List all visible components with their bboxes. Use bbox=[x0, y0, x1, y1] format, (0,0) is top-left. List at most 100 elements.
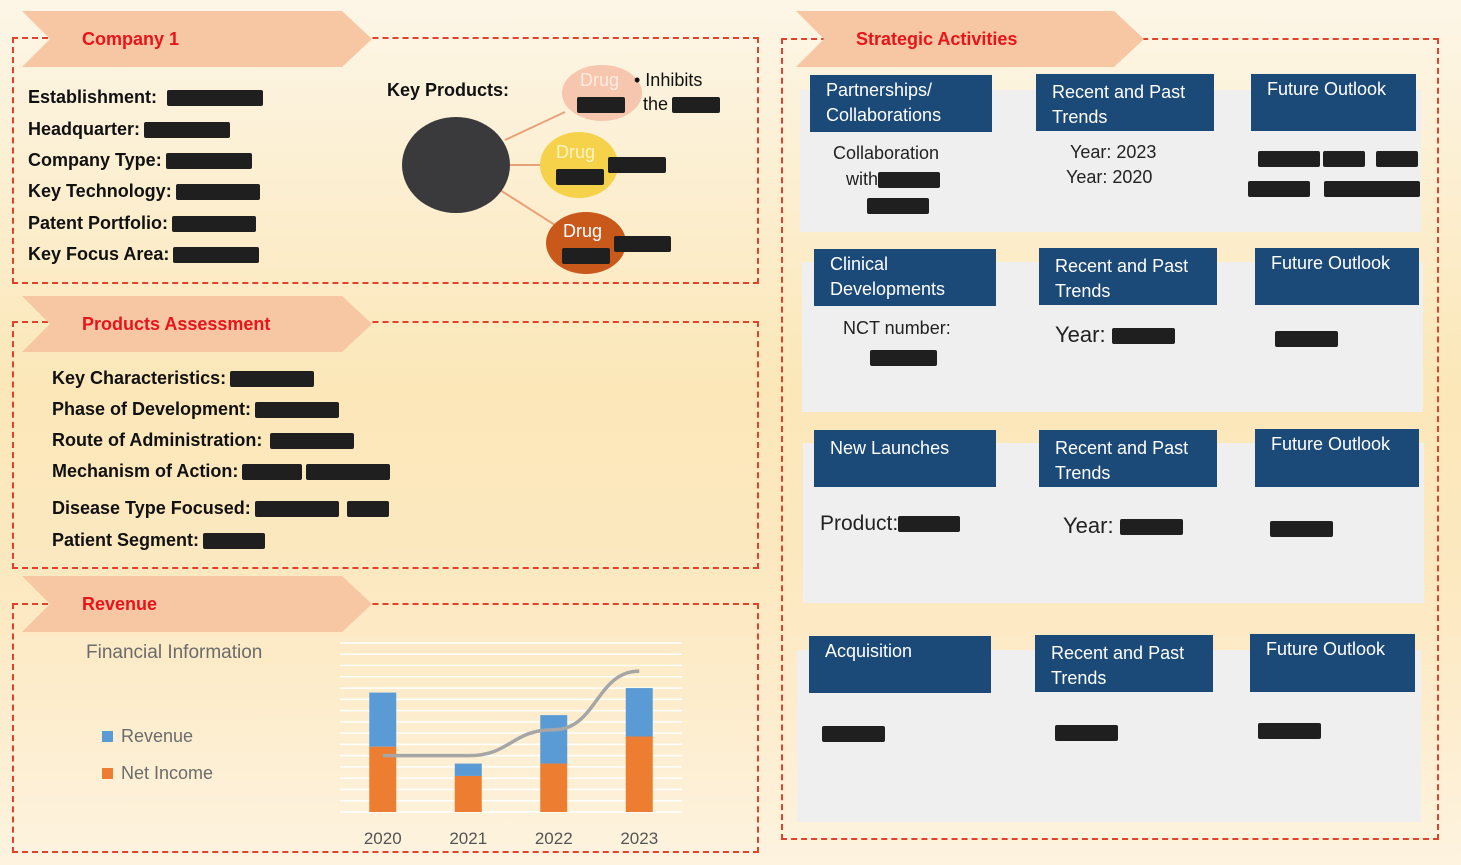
launch-year: Year: bbox=[1063, 513, 1183, 539]
inhibits-line-1: • Inhibits bbox=[634, 70, 703, 90]
strategic-banner-title: Strategic Activities bbox=[856, 28, 1018, 49]
redacted-value bbox=[562, 248, 610, 264]
company-banner-title: Company 1 bbox=[82, 28, 180, 49]
redacted-value bbox=[867, 198, 929, 214]
redacted-value bbox=[878, 172, 941, 189]
disease-type-focused-row: Disease Type Focused: bbox=[52, 498, 389, 519]
partnerships-outlook-header: Future Outlook bbox=[1251, 74, 1416, 131]
drug-node-2-label: Drug bbox=[556, 142, 596, 162]
inhibits-line-2: the bbox=[643, 94, 721, 115]
bar-revenue bbox=[540, 715, 568, 764]
redacted-value bbox=[556, 169, 604, 185]
patient-segment-row: Patient Segment: bbox=[52, 530, 266, 551]
redacted-value bbox=[1323, 151, 1365, 167]
clinical-year: Year: bbox=[1055, 322, 1175, 348]
redacted-value bbox=[254, 501, 339, 518]
route-of-administration-row: Route of Administration: bbox=[52, 430, 355, 451]
revenue-banner: Revenue bbox=[22, 576, 372, 632]
clinical-outlook-header: Future Outlook bbox=[1255, 248, 1419, 305]
legend-revenue-swatch bbox=[102, 731, 113, 742]
redacted-value bbox=[577, 97, 625, 113]
acquisition-header: Acquisition bbox=[809, 636, 991, 693]
bar-net-income bbox=[625, 736, 653, 812]
partnership-year-1: Year: 2023 bbox=[1070, 142, 1157, 162]
legend-net-income-swatch bbox=[102, 768, 113, 779]
redacted-value bbox=[1275, 331, 1338, 347]
redacted-value bbox=[175, 184, 260, 201]
patent-portfolio-row: Patent Portfolio: bbox=[28, 213, 256, 234]
redacted-value bbox=[672, 97, 721, 114]
redacted-value bbox=[1055, 725, 1118, 741]
products-banner-title: Products Assessment bbox=[82, 313, 271, 334]
legend-revenue-label: Revenue bbox=[121, 726, 194, 746]
redacted-value bbox=[1111, 328, 1175, 345]
redacted-value bbox=[1376, 151, 1418, 167]
x-tick-label: 2023 bbox=[620, 829, 658, 848]
drug-node-1-label: Drug bbox=[580, 70, 620, 90]
partnerships-trends-header: Recent and Past Trends bbox=[1036, 74, 1214, 131]
trend-line bbox=[382, 669, 640, 758]
clinical-header: Clinical Developments bbox=[814, 249, 996, 306]
revenue-banner-title: Revenue bbox=[82, 593, 158, 614]
company-banner: Company 1 bbox=[22, 11, 372, 67]
bar-revenue bbox=[454, 763, 482, 776]
redacted-value bbox=[172, 216, 256, 233]
redacted-value bbox=[1258, 723, 1321, 739]
collaboration-line-2: with bbox=[846, 169, 941, 190]
redacted-value bbox=[165, 153, 252, 170]
revenue-panel bbox=[12, 603, 759, 853]
key-focus-area-row: Key Focus Area: bbox=[28, 244, 260, 265]
clinical-trends-header: Recent and Past Trends bbox=[1039, 248, 1217, 305]
legend-net-income-label: Net Income bbox=[121, 763, 214, 783]
redacted-value bbox=[255, 402, 340, 419]
redacted-value bbox=[242, 464, 303, 481]
mechanism-of-action-row: Mechanism of Action: bbox=[52, 461, 391, 482]
phase-of-development-row: Phase of Development: bbox=[52, 399, 340, 420]
drug-node-2 bbox=[540, 132, 618, 198]
redacted-value bbox=[144, 122, 231, 139]
company-type-row: Company Type: bbox=[28, 150, 252, 171]
bar-net-income bbox=[454, 775, 482, 812]
redacted-value bbox=[1324, 181, 1420, 197]
company-product-hub bbox=[402, 117, 510, 213]
bar-revenue bbox=[625, 688, 653, 737]
key-characteristics-row: Key Characteristics: bbox=[52, 368, 315, 389]
redacted-value bbox=[167, 90, 264, 107]
redacted-value bbox=[346, 501, 389, 518]
legend-net-income: Net Income bbox=[102, 763, 213, 784]
x-tick-label: 2021 bbox=[449, 829, 487, 848]
company-panel bbox=[12, 37, 759, 284]
redacted-value bbox=[270, 433, 355, 450]
x-tick-label: 2022 bbox=[535, 829, 573, 848]
products-banner: Products Assessment bbox=[22, 296, 372, 352]
legend-revenue: Revenue bbox=[102, 726, 193, 747]
bar-net-income bbox=[540, 763, 568, 812]
new-launches-trends-header: Recent and Past Trends bbox=[1039, 430, 1217, 487]
redacted-value bbox=[306, 464, 391, 481]
new-launches-outlook-header: Future Outlook bbox=[1255, 429, 1419, 487]
redacted-value bbox=[1119, 519, 1183, 536]
products-panel bbox=[12, 321, 759, 569]
headquarter-row: Headquarter: bbox=[28, 119, 231, 140]
strategic-banner: Strategic Activities bbox=[796, 11, 1144, 67]
redacted-value bbox=[1248, 181, 1310, 197]
x-tick-label: 2020 bbox=[364, 829, 402, 848]
redacted-value bbox=[1258, 151, 1320, 167]
bar-revenue bbox=[369, 692, 397, 747]
redacted-value bbox=[822, 726, 885, 742]
establishment-row: Establishment: bbox=[28, 87, 264, 108]
key-products-label: Key Products: bbox=[387, 80, 510, 100]
redacted-value bbox=[898, 516, 961, 533]
redacted-value bbox=[608, 157, 666, 173]
acquisition-outlook-header: Future Outlook bbox=[1250, 634, 1415, 692]
nct-number-label: NCT number: bbox=[843, 318, 951, 338]
redacted-value bbox=[203, 533, 266, 550]
acquisition-trends-header: Recent and Past Trends bbox=[1035, 635, 1213, 692]
chart-title: Financial Information bbox=[86, 642, 263, 663]
key-technology-row: Key Technology: bbox=[28, 181, 260, 202]
product-label: Product: bbox=[820, 512, 961, 536]
redacted-value bbox=[1270, 521, 1333, 537]
partnership-year-2: Year: 2020 bbox=[1066, 167, 1153, 187]
drug-node-3-label: Drug bbox=[563, 221, 603, 241]
redacted-value bbox=[230, 371, 315, 388]
